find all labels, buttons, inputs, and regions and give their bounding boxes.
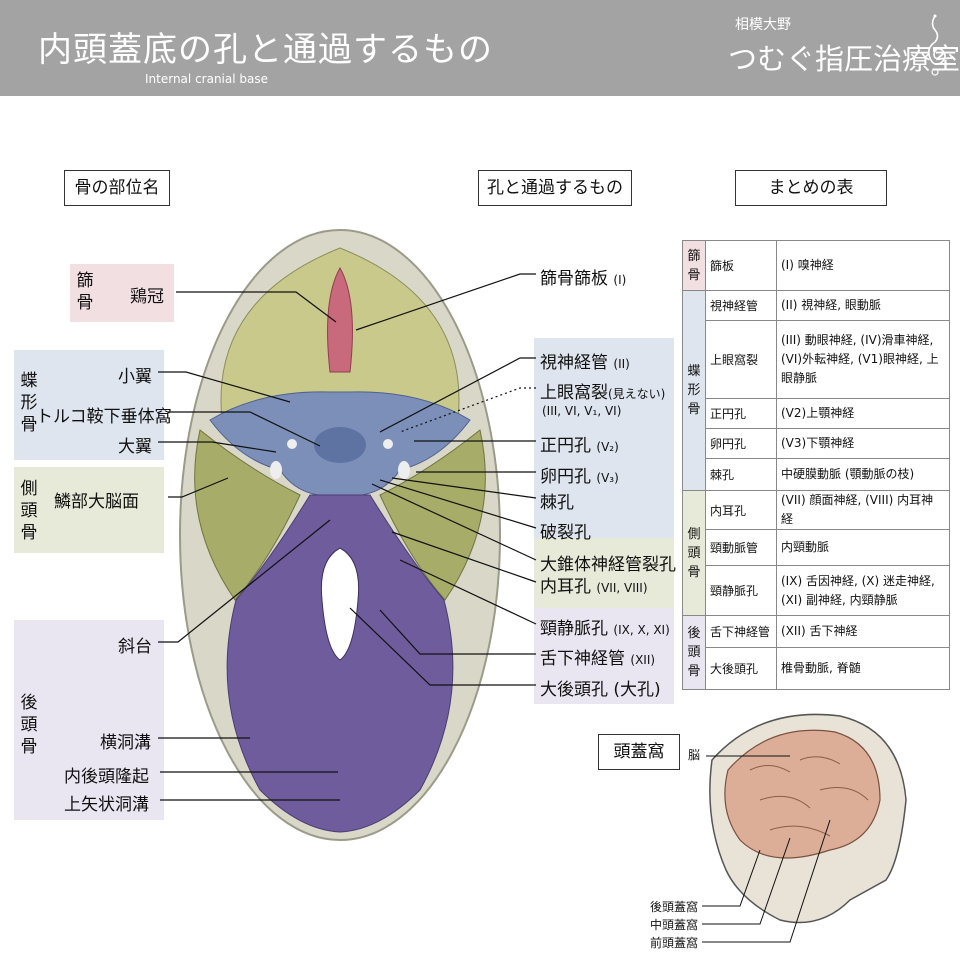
summary-section-title: まとめの表 [735, 170, 887, 206]
bones-section-title: 骨の部位名 [64, 170, 170, 206]
table-row: 後頭骨 舌下神経管 (XII) 舌下神経 [682, 615, 950, 690]
table-cell-desc: (II) 視神経, 眼動脈 [776, 290, 950, 321]
table-cell-name: 篩板 [705, 240, 777, 291]
table-cell-desc: (V3)下顎神経 [776, 428, 950, 459]
label-optic-canal: 視神経管 (II) [540, 353, 630, 373]
right-temporal-panel [534, 538, 674, 608]
table-cell-desc: (V2)上顎神経 [776, 398, 950, 429]
table-row: 正円孔 (V2)上顎神経 [683, 398, 950, 429]
table-cell-name: 頸動脈管 [705, 529, 777, 566]
label-foramen-lacerum: 破裂孔 [540, 523, 591, 543]
label-foramen-rotundum: 正円孔 (V₂) [540, 436, 619, 456]
right-sphenoid-panel [534, 338, 674, 538]
table-row: 頸静脈孔 (IX) 舌因神経, (X) 迷走神経, (XI) 副神経, 内頸静脈 [683, 565, 950, 616]
temporal-group-label: 側頭骨 [20, 479, 38, 543]
label-superior-orbital-nerves: (III, VI, V₁, VI) [542, 404, 622, 418]
label-anterior-cranial-fossa: 前頭蓋窩 [650, 936, 699, 950]
fossa-section-title: 頭蓋窩 [598, 734, 680, 770]
table-cell-name: 視神経管 [705, 290, 777, 321]
label-internal-acoustic-meatus: 内耳孔 (VII, VIII) [540, 577, 648, 597]
table-cell-desc: (III) 動眼神経, (IV)滑車神経, (VI)外転神経, (V1)眼神経,… [776, 320, 950, 399]
page-subtitle: Internal cranial base [145, 72, 268, 86]
table-row: 大後頭孔 椎骨動脈, 脊髄 [683, 647, 950, 690]
occipital-group-label: 後頭骨 [20, 693, 38, 757]
table-row: 棘孔 中硬膜動脈 (顎動脈の枝) [683, 458, 950, 491]
label-lesser-wing: 小翼 [118, 367, 152, 387]
brand-location: 相模大野 [735, 17, 791, 33]
swirl-logo-icon [928, 14, 946, 76]
label-posterior-cranial-fossa: 後頭蓋窩 [650, 900, 699, 914]
label-jugular-foramen: 頸静脈孔 (IX, X, XI) [540, 619, 670, 639]
foramen-ovale-left [270, 461, 282, 479]
table-row: 卵円孔 (V3)下顎神経 [683, 428, 950, 459]
table-cell-name: 棘孔 [705, 458, 777, 491]
label-foramen-ovale: 卵円孔 (V₃) [540, 467, 619, 487]
table-cell-desc: (I) 嗅神経 [776, 240, 950, 291]
table-row: 上眼窩裂 (III) 動眼神経, (IV)滑車神経, (VI)外転神経, (V1… [683, 320, 950, 399]
table-group-temporal: 側頭骨 [682, 490, 706, 616]
label-foramen-spinosum: 棘孔 [540, 493, 574, 513]
label-cribriform-plate: 篩骨篩板 (I) [540, 269, 627, 289]
table-cell-name: 内耳孔 [705, 490, 777, 530]
table-cell-name: 頸静脈孔 [705, 565, 777, 616]
header-bar: 内頭蓋底の孔と通過するもの Internal cranial base 相模大野… [0, 0, 960, 96]
temporal-panel [14, 467, 164, 553]
table-group-sphenoid: 蝶形骨 [682, 290, 706, 491]
brand-name: つむぐ指圧治療室 [728, 42, 960, 76]
table-row: 側頭骨 内耳孔 (VII) 顔面神経, (VIII) 内耳神経 [682, 490, 950, 616]
table-cell-name: 上眼窩裂 [705, 320, 777, 399]
label-squamous-part: 鱗部大脳面 [54, 492, 139, 512]
label-middle-cranial-fossa: 中頭蓋窩 [650, 918, 699, 932]
foramen-rotundum-right [383, 439, 393, 449]
foramen-rotundum-left [287, 439, 297, 449]
right-leader-lines [349, 273, 537, 686]
ethmoid-panel [70, 264, 174, 322]
table-cell-desc: (IX) 舌因神経, (X) 迷走神経, (XI) 副神経, 内頸静脈 [776, 565, 950, 616]
label-clivus: 斜台 [118, 637, 152, 657]
label-greater-wing: 大翼 [118, 437, 152, 457]
table-group-occipital: 後頭骨 [682, 615, 706, 690]
table-cell-desc: 中硬膜動脈 (顎動脈の枝) [776, 458, 950, 491]
left-leader-lines [158, 291, 340, 801]
brain-gyri [749, 756, 869, 837]
table-cell-name: 卵円孔 [705, 428, 777, 459]
table-row: 篩骨 篩板 (I) 嗅神経 [682, 240, 950, 291]
foramen-ovale-right [398, 461, 410, 479]
crista-galli-shape [327, 266, 353, 373]
label-superior-sagittal-sinus: 上矢状洞溝 [64, 795, 149, 815]
table-cell-name: 舌下神経管 [705, 615, 777, 648]
label-transverse-sinus: 横洞溝 [100, 733, 151, 753]
label-hypoglossal-canal: 舌下神経管 (XII) [540, 649, 656, 669]
occipital-panel [14, 620, 164, 820]
label-greater-petrosal-hiatus: 大錐体神経管裂孔 [540, 555, 676, 575]
table-cell-desc: 内頸動脈 [776, 529, 950, 566]
ethmoid-group-label: 篩骨 [76, 271, 94, 313]
table-cell-desc: (XII) 舌下神経 [776, 615, 950, 648]
temporal-left [194, 429, 301, 601]
label-foramen-magnum: 大後頭孔 (大孔) [540, 680, 661, 700]
table-group-ethmoid: 篩骨 [682, 240, 706, 291]
foramina-section-title: 孔と通過するもの [478, 170, 632, 206]
label-brain: 脳 [688, 748, 701, 762]
label-internal-occipital-protuberance: 内後頭隆起 [64, 767, 149, 787]
brain-shape [724, 729, 881, 859]
table-row: 蝶形骨 視神経管 (II) 視神経, 眼動脈 [682, 290, 950, 491]
table-cell-desc: (VII) 顔面神経, (VIII) 内耳神経 [776, 490, 950, 530]
table-cell-name: 大後頭孔 [705, 647, 777, 690]
label-hypophyseal-fossa: トルコ鞍下垂体窩 [36, 407, 172, 427]
label-crista-galli: 鶏冠 [130, 287, 164, 307]
sphenoid-panel [14, 350, 164, 460]
right-occipital-panel [534, 608, 674, 704]
sphenoid-group-label: 蝶形骨 [20, 371, 38, 435]
label-superior-orbital-fissure: 上眼窩裂(見えない) [540, 383, 666, 403]
page-title: 内頭蓋底の孔と通過するもの [38, 30, 493, 70]
table-cell-name: 正円孔 [705, 398, 777, 429]
table-cell-desc: 椎骨動脈, 脊髄 [776, 647, 950, 690]
summary-table: 篩骨 篩板 (I) 嗅神経 蝶形骨 視神経管 (II) 視神経, 眼動脈 上眼窩… [682, 240, 950, 690]
table-row: 頸動脈管 内頸動脈 [683, 529, 950, 566]
sella-turcica [314, 427, 366, 463]
foramen-magnum [320, 547, 360, 661]
fossa-leader-lines [702, 755, 831, 943]
